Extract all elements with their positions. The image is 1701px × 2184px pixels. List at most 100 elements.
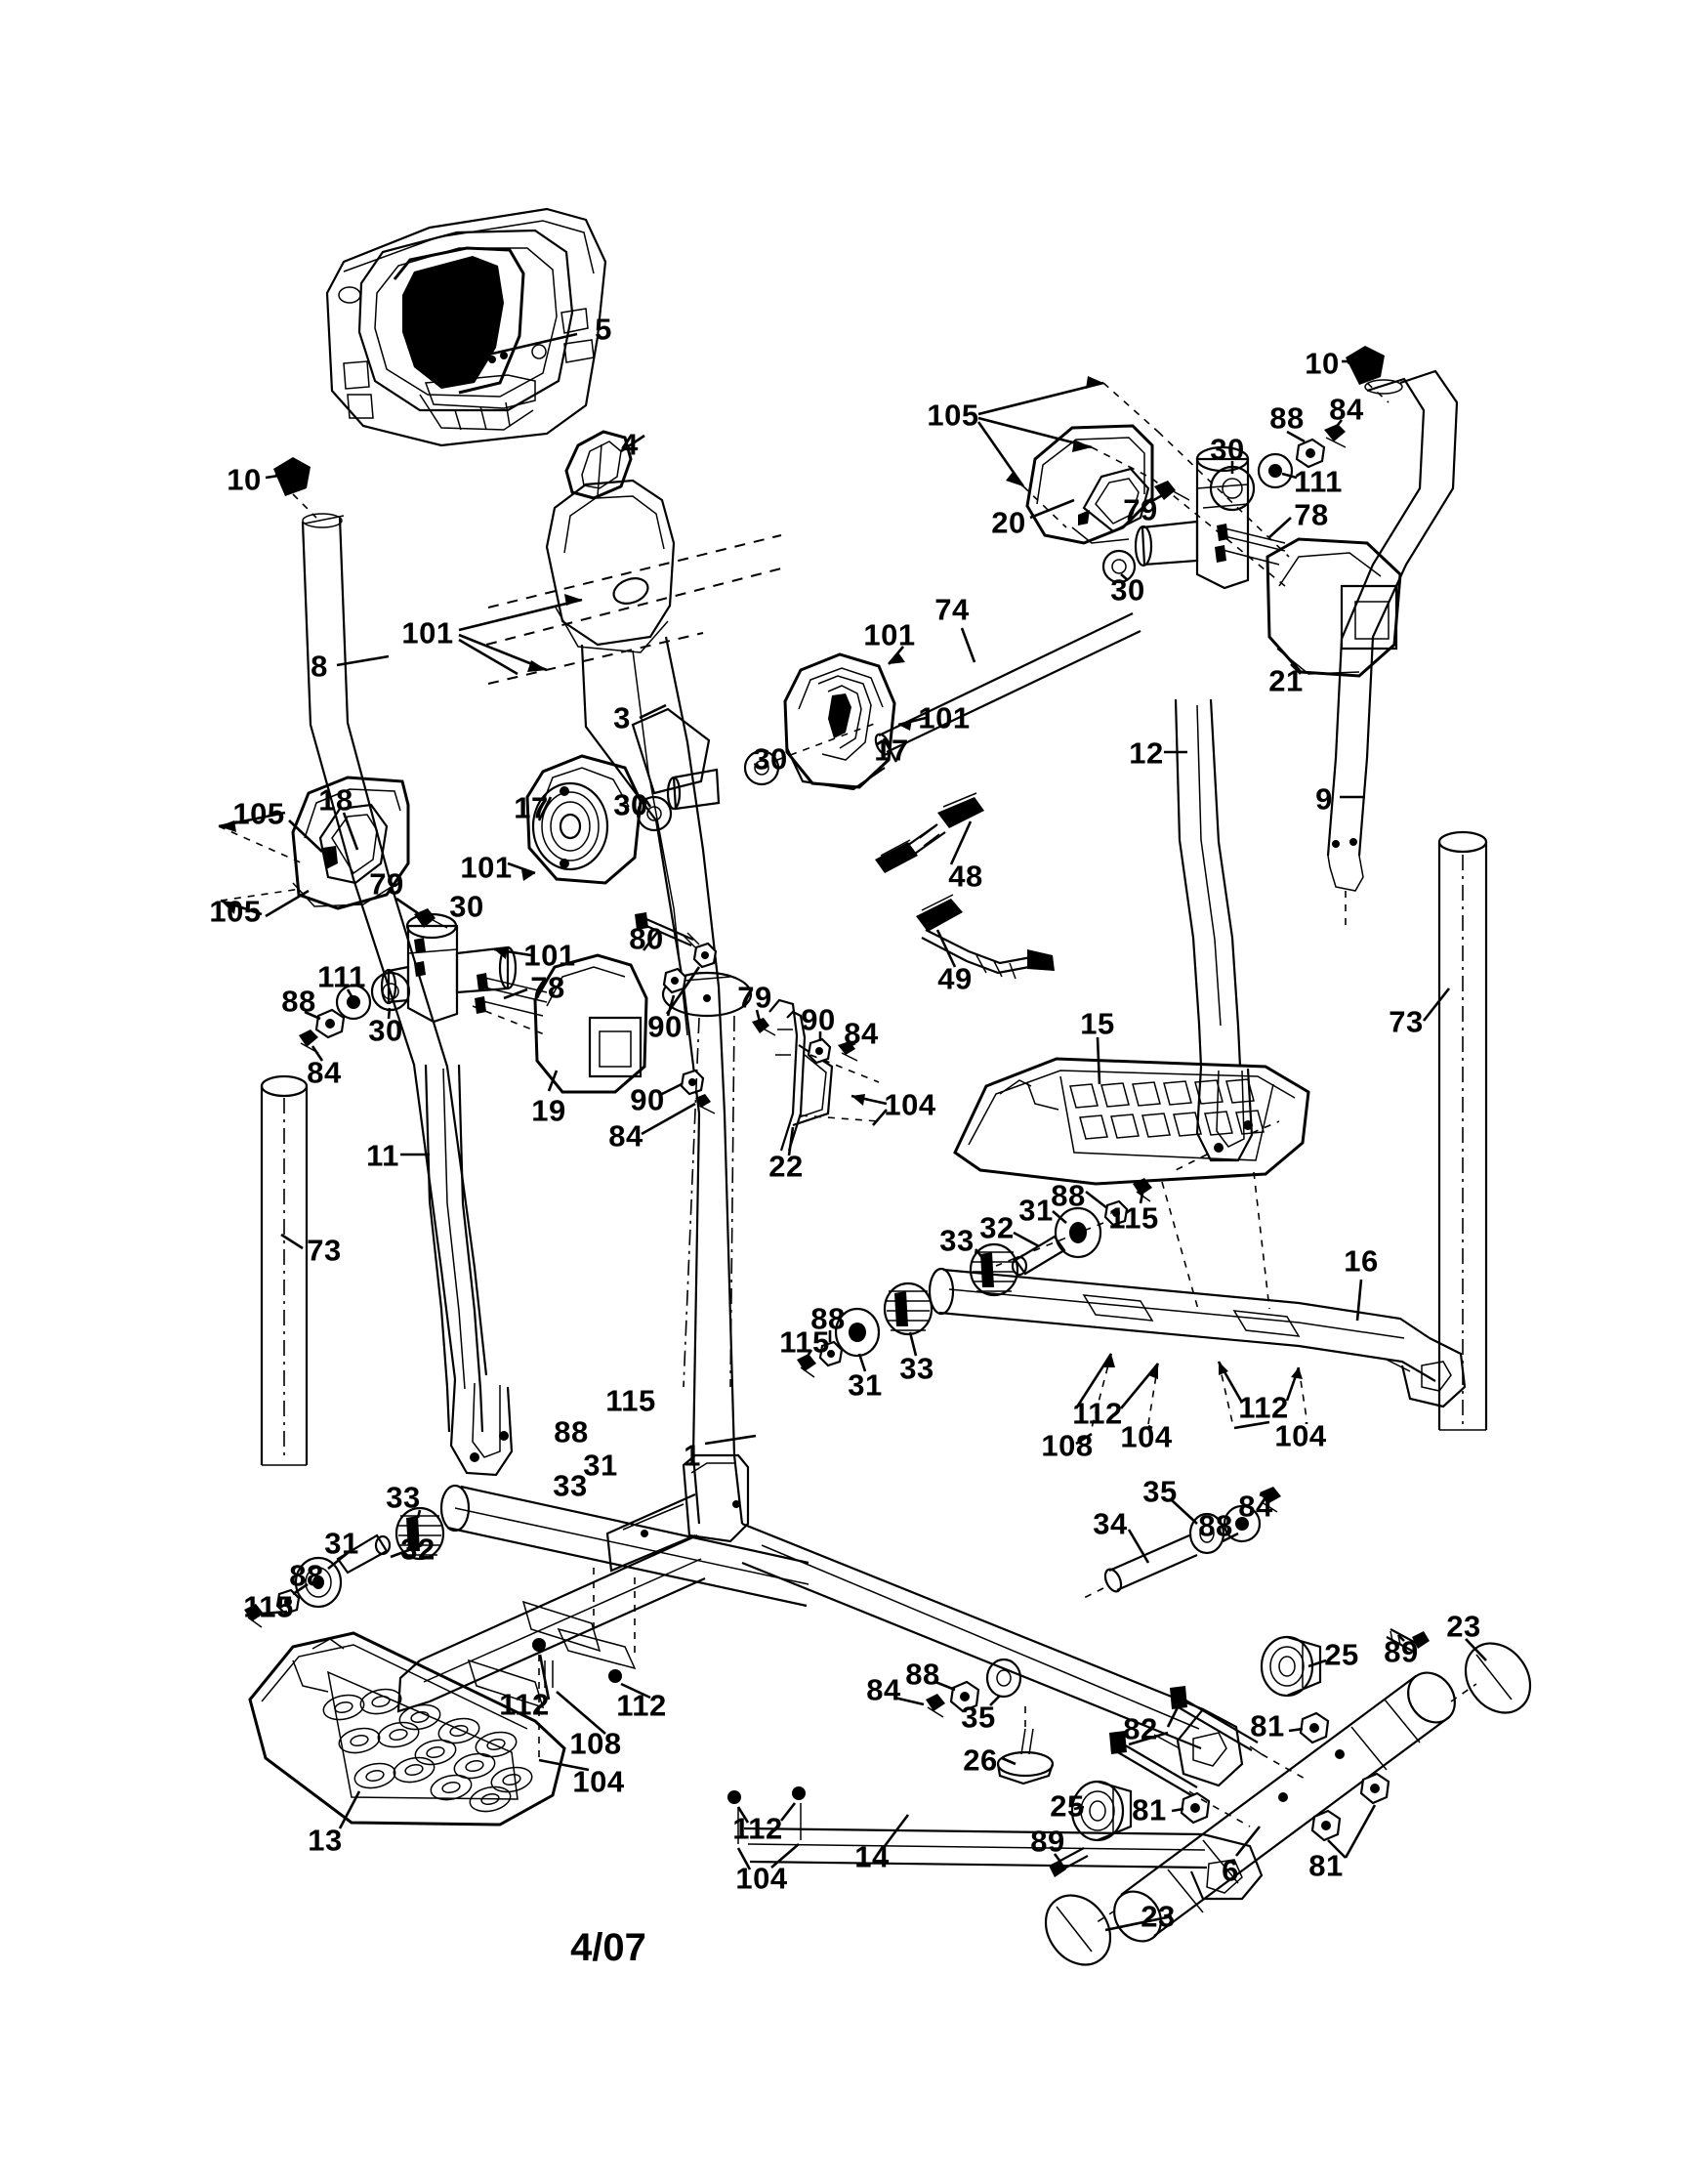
callout-88: 88: [1198, 1508, 1233, 1543]
callout-73: 73: [307, 1233, 342, 1268]
callout-84: 84: [866, 1672, 901, 1707]
callout-25: 25: [1050, 1788, 1085, 1824]
callout-33: 33: [899, 1351, 934, 1386]
callout-3: 3: [613, 700, 631, 735]
shaft-part-74: [873, 613, 1141, 757]
callout-12: 12: [1129, 735, 1164, 771]
callout-31: 31: [1018, 1193, 1054, 1228]
callout-104: 104: [1120, 1419, 1173, 1454]
callout-108: 108: [569, 1726, 622, 1761]
end-cap-part-10-right: [1342, 346, 1389, 402]
callout-90: 90: [647, 1009, 683, 1044]
callout-18: 18: [318, 782, 353, 818]
callout-30: 30: [449, 889, 484, 924]
callout-6: 6: [1222, 1853, 1239, 1888]
callout-17: 17: [874, 733, 909, 768]
callout-10: 10: [227, 462, 262, 497]
callout-84: 84: [844, 1016, 879, 1051]
cover-part-21: [1152, 432, 1400, 676]
end-cap-part-10-left: [266, 457, 316, 518]
pedal-arm-left: [441, 1486, 809, 1668]
callout-78: 78: [1294, 497, 1329, 532]
callout-104: 104: [1274, 1418, 1327, 1453]
bolt-79-right: [1150, 481, 1189, 502]
callout-23: 23: [1141, 1899, 1176, 1934]
main-frame-part-1: [398, 1113, 1262, 1899]
callout-101: 101: [401, 615, 454, 651]
callout-84: 84: [1329, 392, 1364, 427]
callout-112: 112: [1238, 1390, 1289, 1425]
fastener-101-left-leaders: [459, 594, 582, 674]
tube-part-73-right: [1424, 832, 1486, 1430]
callout-30: 30: [753, 741, 788, 777]
callout-81: 81: [1250, 1708, 1285, 1743]
callout-79: 79: [369, 866, 404, 902]
callout-31: 31: [324, 1526, 359, 1561]
callout-17: 17: [514, 790, 549, 825]
callout-80: 80: [629, 921, 664, 956]
hardware-left-upper: [797, 1283, 932, 1377]
callout-16: 16: [1344, 1243, 1379, 1279]
callout-105: 105: [927, 398, 979, 433]
callout-115: 115: [605, 1383, 656, 1418]
hardware-right-upper: [971, 1178, 1152, 1295]
callout-88: 88: [554, 1414, 589, 1449]
callout-81: 81: [1132, 1792, 1167, 1827]
callout-115: 115: [1108, 1200, 1159, 1236]
callout-13: 13: [308, 1823, 343, 1858]
callout-10: 10: [1305, 346, 1340, 381]
callout-4: 4: [621, 427, 639, 462]
right-leg-part-12: [1164, 699, 1279, 1172]
callout-20: 20: [991, 505, 1026, 540]
callout-105: 105: [232, 796, 285, 831]
axle-part-34: [1080, 1487, 1281, 1600]
hardware-lower-mid: [894, 1659, 1020, 1717]
callout-33: 33: [386, 1480, 421, 1515]
callout-84: 84: [307, 1055, 342, 1090]
wire-harness-part-48: [875, 793, 984, 873]
callout-73: 73: [1389, 1004, 1424, 1039]
callout-88: 88: [1269, 400, 1305, 436]
callout-88: 88: [905, 1657, 940, 1692]
callout-15: 15: [1080, 1006, 1115, 1041]
callout-8: 8: [311, 649, 328, 684]
wire-harness-part-49: [916, 895, 1055, 979]
callout-115: 115: [779, 1324, 830, 1360]
callout-14: 14: [854, 1839, 890, 1874]
pedal-part-13: [250, 1633, 564, 1828]
callout-105: 105: [209, 894, 262, 929]
callout-81: 81: [1308, 1848, 1344, 1883]
callout-112: 112: [616, 1688, 667, 1723]
right-hub-assembly: [1103, 420, 1346, 588]
callout-30: 30: [1110, 572, 1145, 608]
callout-111: 111: [1294, 464, 1343, 499]
callout-111: 111: [317, 959, 366, 994]
callout-112: 112: [499, 1687, 550, 1722]
callout-32: 32: [979, 1210, 1015, 1245]
callout-48: 48: [948, 859, 983, 894]
callout-88: 88: [281, 984, 316, 1019]
callout-88: 88: [810, 1301, 846, 1336]
tube-part-73-left: [262, 1076, 307, 1465]
callout-108: 108: [1041, 1428, 1094, 1463]
callout-74: 74: [934, 592, 970, 627]
callout-101: 101: [460, 850, 513, 885]
callout-101: 101: [918, 700, 971, 735]
callout-31: 31: [583, 1448, 618, 1483]
callout-1: 1: [684, 1438, 701, 1473]
console-assembly: [327, 209, 605, 445]
callout-90: 90: [801, 1002, 836, 1037]
callout-26: 26: [963, 1743, 998, 1778]
callout-21: 21: [1268, 663, 1304, 698]
callout-35: 35: [1142, 1474, 1178, 1509]
left-leg-part-11: [400, 1065, 482, 1432]
callout-101: 101: [523, 938, 576, 973]
callout-34: 34: [1093, 1506, 1128, 1541]
callout-22: 22: [768, 1149, 804, 1184]
callout-79: 79: [1123, 492, 1158, 527]
callout-30: 30: [368, 1013, 403, 1048]
callout-112: 112: [1072, 1396, 1123, 1431]
date-stamp: 4/07: [570, 1926, 646, 1969]
pedal-arm-part-16: [930, 1269, 1465, 1444]
